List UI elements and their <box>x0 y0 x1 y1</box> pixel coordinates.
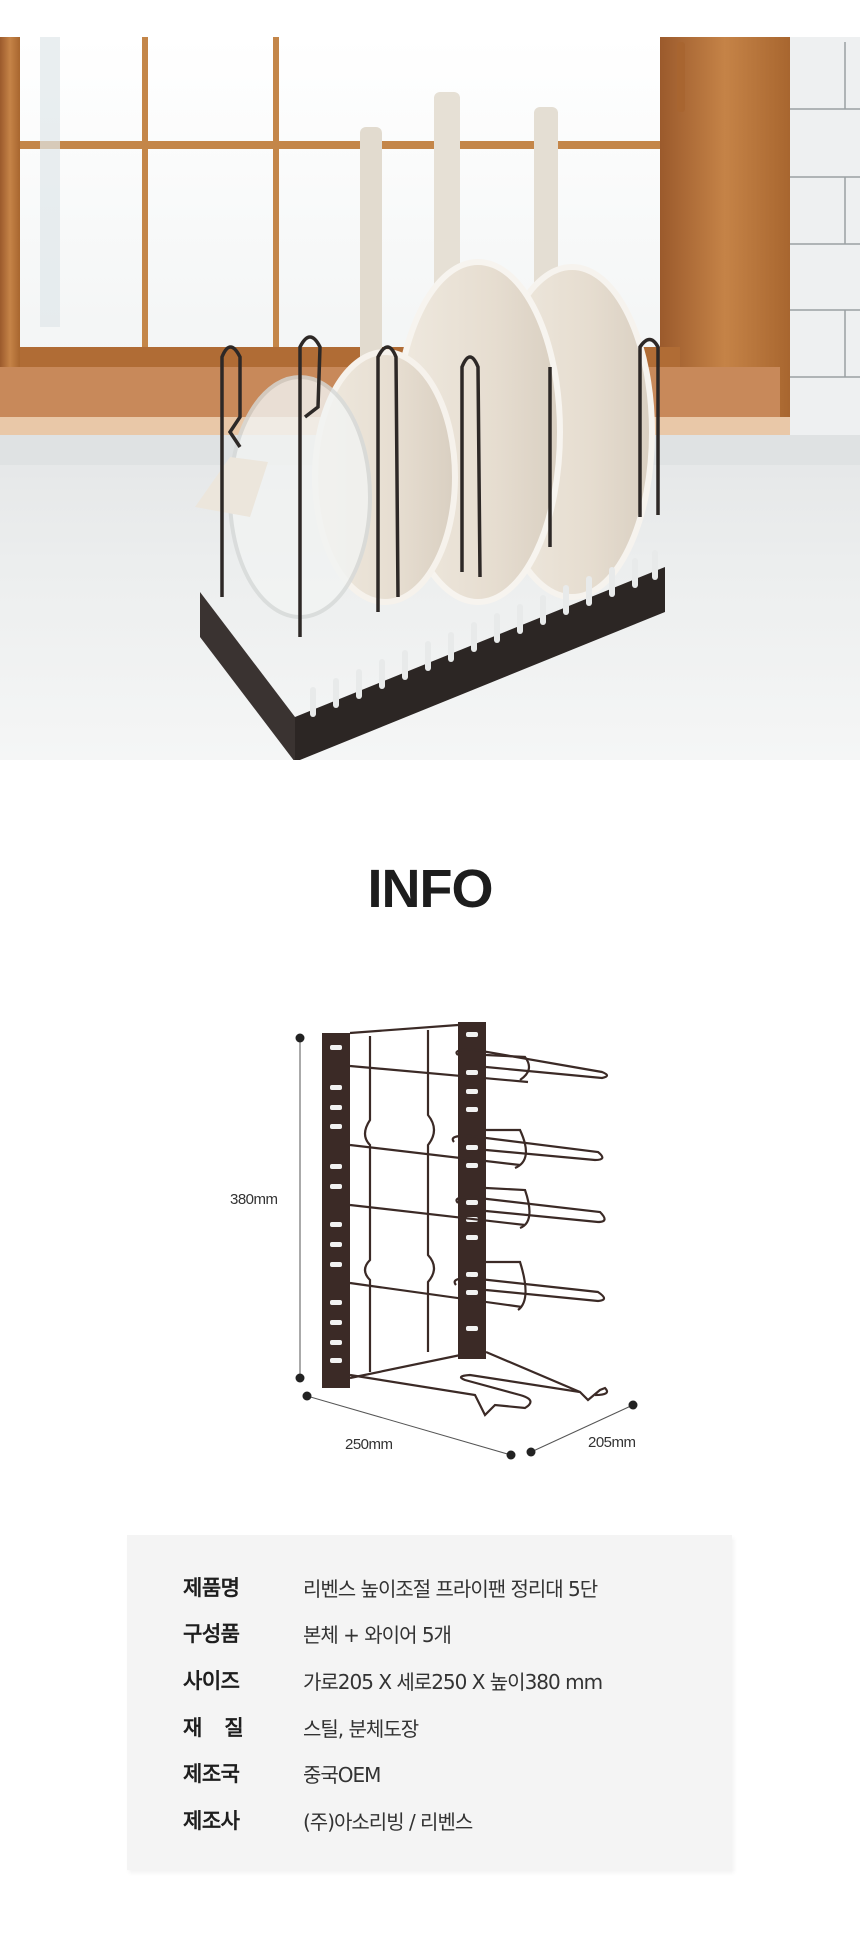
spec-row-material: 재질 스틸, 분체도장 <box>127 1707 732 1747</box>
spec-row-manufacturer: 제조사 (주)아소리빙 / 리벤스 <box>127 1800 732 1840</box>
dimension-diagram: 380mm 250mm 205mm <box>200 1000 660 1470</box>
spec-row-product-name: 제품명 리벤스 높이조절 프라이팬 정리대 5단 <box>127 1567 732 1607</box>
rack-line-drawing <box>295 1022 638 1460</box>
spec-value: 스틸, 분체도장 <box>303 1716 419 1741</box>
spec-value: 본체 + 와이어 5개 <box>303 1622 452 1647</box>
spec-value: (주)아소리빙 / 리벤스 <box>303 1809 473 1834</box>
spec-label: 구성품 <box>183 1622 240 1646</box>
spec-value: 리벤스 높이조절 프라이팬 정리대 5단 <box>303 1576 598 1601</box>
spec-row-size: 사이즈 가로205 X 세로250 X 높이380 mm <box>127 1660 732 1700</box>
spec-row-components: 구성품 본체 + 와이어 5개 <box>127 1613 732 1653</box>
spec-label: 제조국 <box>183 1762 240 1786</box>
spec-row-country: 제조국 중국OEM <box>127 1753 732 1793</box>
info-heading: INFO <box>367 859 494 919</box>
spec-value: 중국OEM <box>303 1762 381 1787</box>
pan-rack <box>220 335 660 637</box>
width-dimension-label: 250mm <box>345 1436 393 1453</box>
spec-value: 가로205 X 세로250 X 높이380 mm <box>303 1669 603 1694</box>
spec-table: 제품명 리벤스 높이조절 프라이팬 정리대 5단 구성품 본체 + 와이어 5개… <box>127 1535 732 1870</box>
depth-dimension-label: 205mm <box>588 1434 636 1451</box>
pan-rack-photo-illustration <box>0 37 860 760</box>
spec-label: 재질 <box>183 1716 266 1740</box>
product-photo <box>0 37 860 760</box>
spec-label: 제조사 <box>183 1809 240 1833</box>
spec-label: 사이즈 <box>183 1669 240 1693</box>
spec-label: 제품명 <box>183 1576 240 1600</box>
height-dimension-label: 380mm <box>230 1191 278 1208</box>
rack-base <box>200 550 665 760</box>
